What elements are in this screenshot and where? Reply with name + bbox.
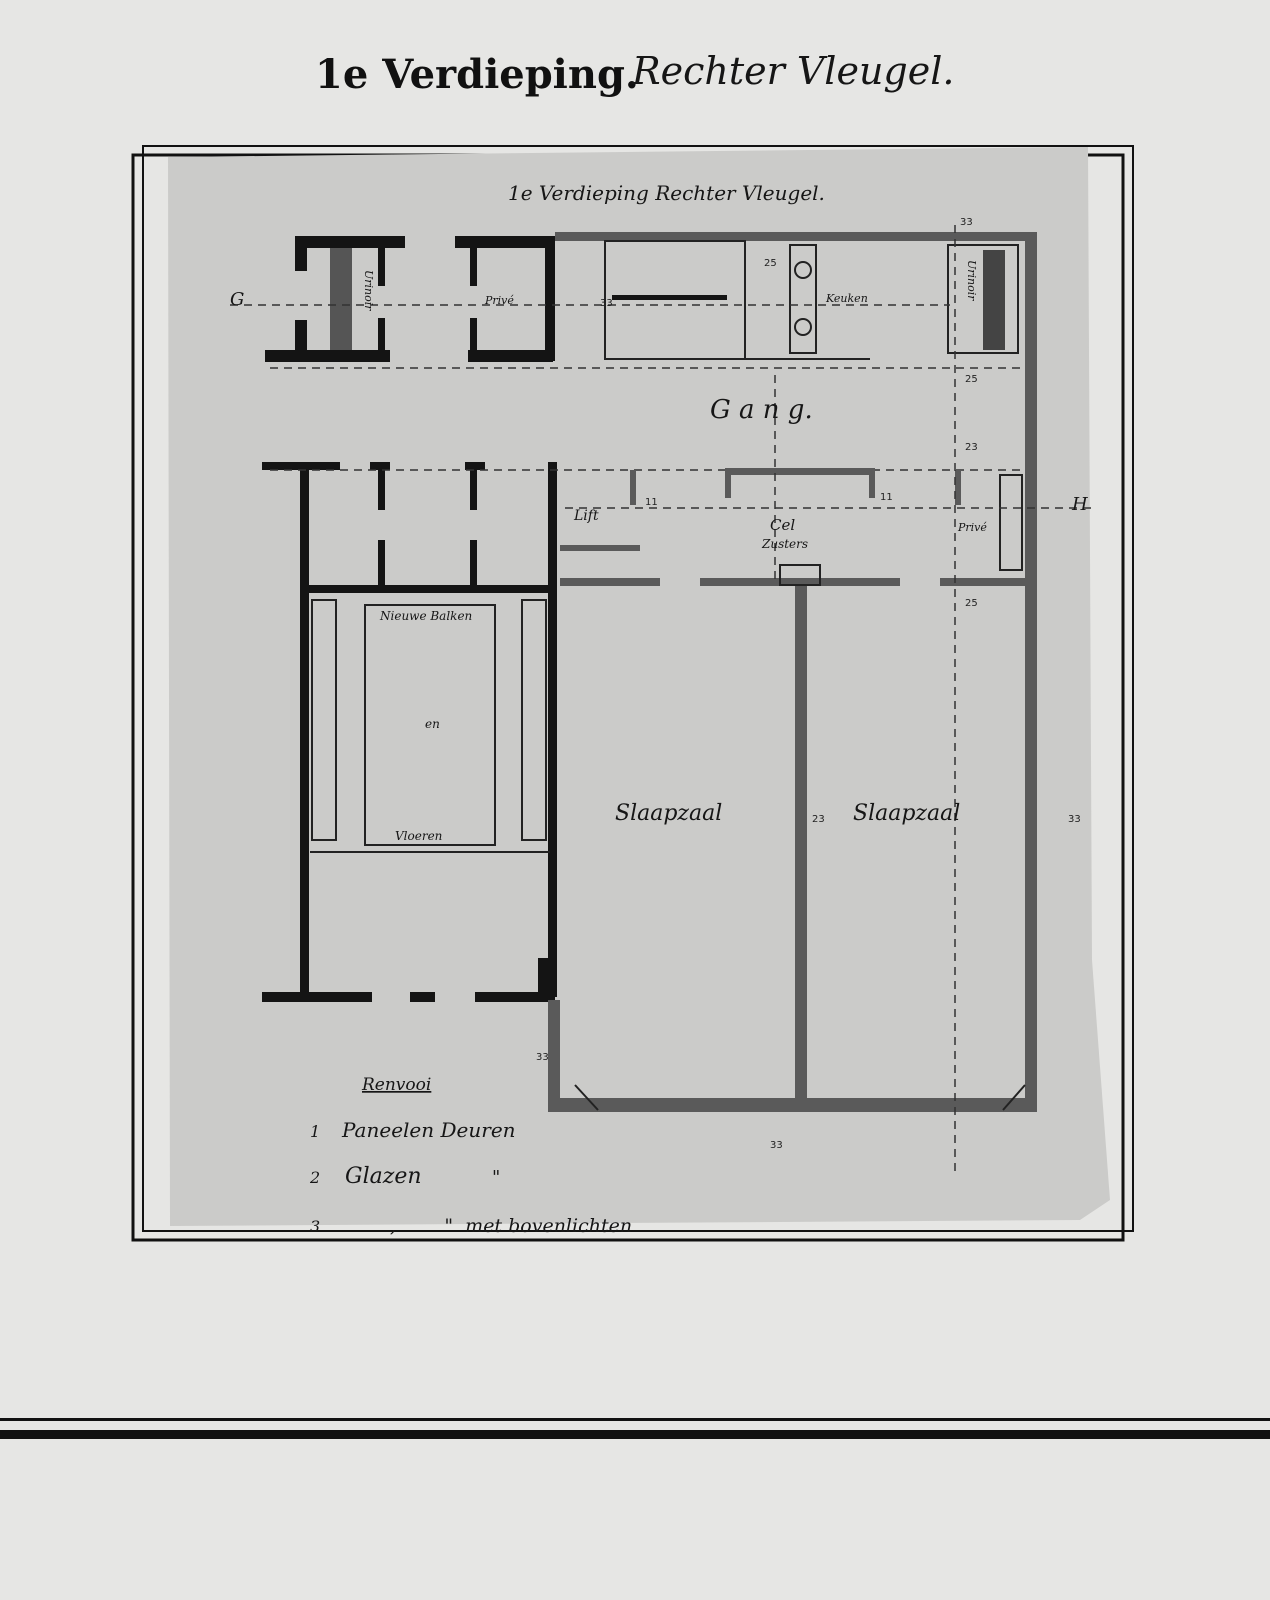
section-mark-g: G [230,289,244,310]
room-zusters: Zusters [761,537,808,551]
label-en: en [425,717,440,731]
dim-23-partition: 23 [812,814,825,825]
legend-num-1: 1 [310,1122,320,1141]
dim-25-corridor: 25 [965,374,978,385]
dim-25-keuken: 25 [764,258,777,269]
hatched-fixture-left [330,248,352,350]
dim-23: 23 [965,442,978,453]
dim-33-top: 33 [960,217,973,228]
dim-11-cel: 11 [880,492,893,503]
walls [230,225,1095,1175]
legend-text-1: Paneelen Deuren [341,1118,516,1142]
room-keuken: Keuken [825,292,868,305]
drawing-title: 1e Verdieping Rechter Vleugel. [508,181,825,205]
plate-title-floor: 1e Verdieping. [315,51,639,98]
room-lift: Lift [573,508,599,524]
plate-title-wing: Rechter Vleugel. [631,49,954,93]
dim-33-bottom: 33 [770,1140,783,1151]
dim-33-left: 33 [536,1052,549,1063]
rule-thick [0,1430,1270,1439]
dim-33-stair: 33 [600,298,613,309]
dim-33-right: 33 [1068,814,1081,825]
legend-num-2: 2 [309,1168,320,1187]
label-nieuwe-balken: Nieuwe Balken [379,609,472,623]
legend-title: Renvooi [361,1075,431,1095]
hatched-fixture-right [983,250,1005,350]
dim-25-south: 25 [965,598,978,609]
legend: Renvooi 1 Paneelen Deuren 2 Glazen " 3 ,… [309,1075,632,1237]
legend-text-3: , " met bovenlichten [390,1215,632,1237]
label-vloeren: Vloeren [395,829,442,843]
room-prive-top: Privé [484,294,514,307]
frame-inner [142,145,1134,1232]
room-urinoir-left: Urinoir [362,270,375,311]
rule-thin [0,1418,1270,1421]
legend-num-3: 3 [310,1217,320,1236]
section-mark-h: H [1071,494,1088,515]
room-gang: G a n g. [710,395,813,425]
room-slaapzaal-right: Slaapzaal [853,801,960,826]
legend-ditto-2: " [492,1167,500,1188]
room-urinoir-right: Urinoir [965,260,978,301]
legend-text-2: Glazen [345,1164,422,1189]
room-cel: Cel [770,516,795,534]
drawing-paper [168,147,1110,1226]
dim-11-lift: 11 [645,497,658,508]
room-slaapzaal-left: Slaapzaal [615,801,722,826]
room-prive-right: Privé [957,521,987,534]
